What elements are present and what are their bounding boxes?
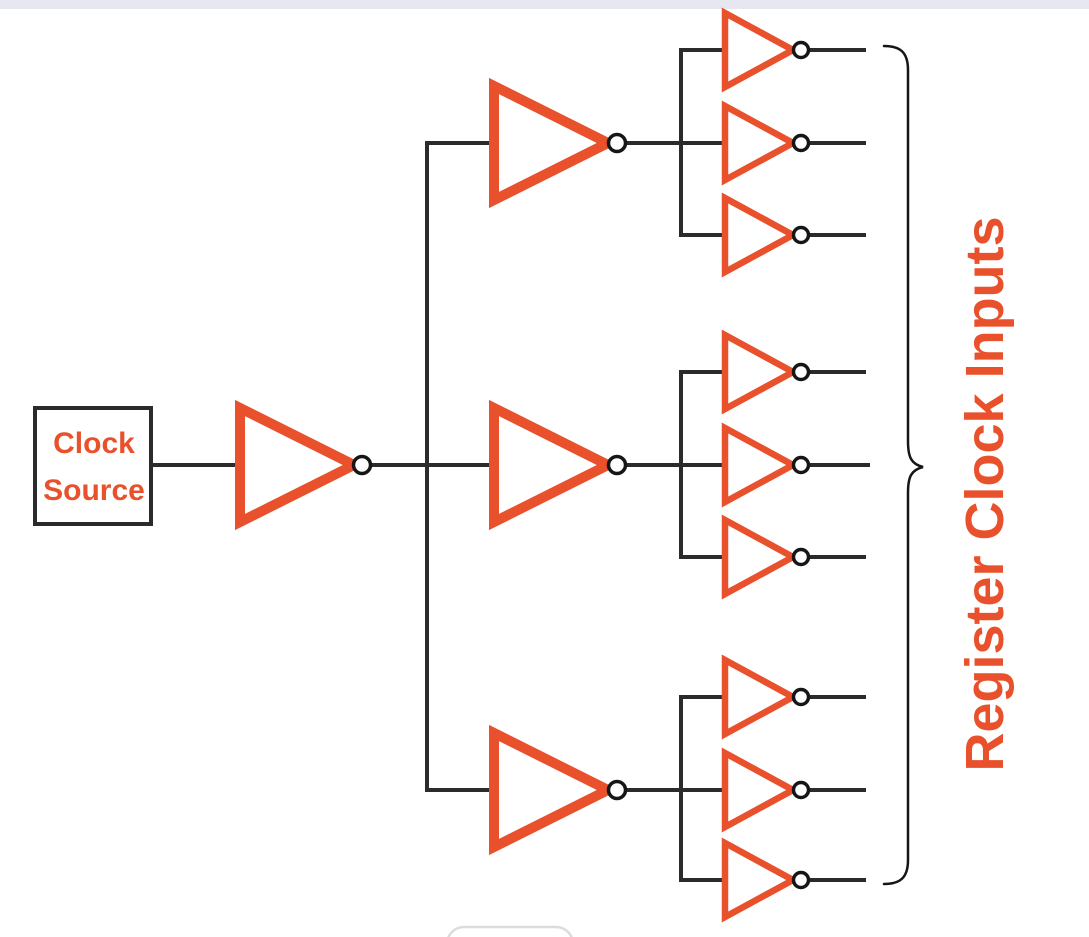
clock-source: Clock Source bbox=[33, 406, 153, 526]
output-bubble bbox=[791, 870, 811, 890]
clock-source-label-line1: Clock bbox=[53, 427, 135, 460]
buffer-level3-icon bbox=[725, 106, 793, 180]
output-bubble bbox=[791, 133, 811, 153]
partial-pill-button bbox=[447, 925, 573, 937]
output-bubble bbox=[791, 225, 811, 245]
output-bubble bbox=[606, 454, 628, 476]
chrome-strip bbox=[0, 0, 1089, 9]
output-bubble bbox=[791, 362, 811, 382]
output-bubble bbox=[791, 40, 811, 60]
output-bubble bbox=[351, 454, 373, 476]
output-bubble bbox=[791, 687, 811, 707]
output-bubble bbox=[606, 779, 628, 801]
register-clock-inputs-label: Register Clock Inputs bbox=[955, 216, 1015, 771]
buffer-level3-icon bbox=[725, 660, 793, 734]
buffer-level2-top-icon bbox=[494, 86, 608, 200]
buffer-level3-icon bbox=[725, 13, 793, 87]
buffer-level2-bot-icon bbox=[494, 733, 608, 847]
buffer-level3-icon bbox=[725, 198, 793, 272]
buffer-level2-mid-icon bbox=[494, 408, 608, 522]
output-bubbles bbox=[351, 40, 811, 890]
buffer-level1-icon bbox=[240, 408, 354, 522]
buffer-level3-icon bbox=[725, 753, 793, 827]
buffer-level3-icon bbox=[725, 843, 793, 917]
buffer-level3-icon bbox=[725, 428, 793, 502]
buffer-level3-icon bbox=[725, 335, 793, 409]
buffer-level3-icon bbox=[725, 520, 793, 594]
output-bubble bbox=[791, 780, 811, 800]
output-bubble bbox=[606, 132, 628, 154]
clock-source-label-line2: Source bbox=[43, 474, 145, 507]
output-bubble bbox=[791, 455, 811, 475]
curly-brace bbox=[882, 44, 924, 886]
wires bbox=[151, 48, 870, 882]
clock-source-box bbox=[33, 406, 153, 526]
output-bubble bbox=[791, 547, 811, 567]
